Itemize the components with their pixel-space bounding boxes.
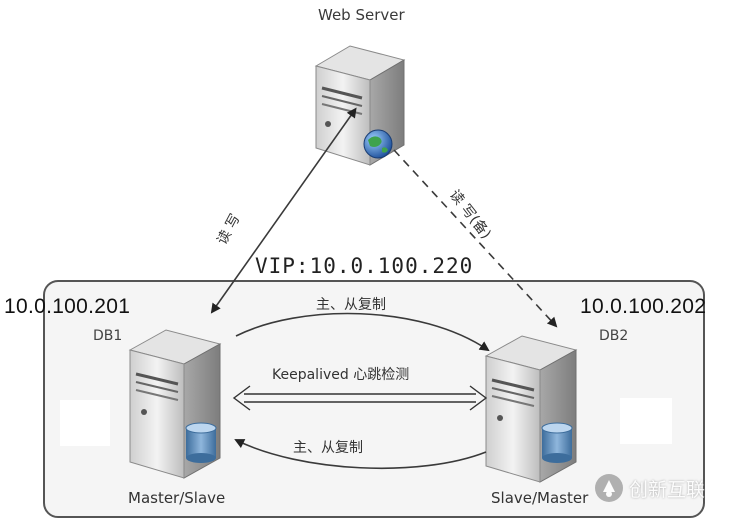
heartbeat-label: Keepalived 心跳检测	[272, 367, 410, 383]
web-server-label: Web Server	[318, 6, 405, 24]
db2-database-icon	[541, 422, 573, 463]
replication-bottom-label: 主、从复制	[293, 440, 363, 456]
watermark-logo-icon	[595, 474, 623, 502]
vip-label: VIP:10.0.100.220	[255, 254, 474, 278]
globe-icon	[363, 129, 393, 159]
db1-ip-label: 10.0.100.201	[4, 295, 131, 318]
replication-arrow-top	[235, 312, 490, 352]
watermark-text: 创新互联	[629, 478, 706, 501]
db1-name-label: DB1	[93, 328, 123, 344]
db2-name-label: DB2	[599, 328, 629, 344]
db2-role-label: Slave/Master	[491, 489, 589, 507]
replication-top-label: 主、从复制	[316, 297, 386, 313]
replication-arrow-bottom	[234, 439, 487, 470]
heartbeat-double-arrow	[232, 385, 488, 411]
db1-database-icon	[185, 422, 217, 463]
db2-ip-label: 10.0.100.202	[580, 295, 707, 318]
read-write-link-db1	[210, 107, 357, 314]
watermark: 创新互联	[593, 472, 705, 504]
white-patch-right	[620, 398, 672, 444]
db1-role-label: Master/Slave	[128, 489, 226, 507]
white-patch-left	[60, 400, 110, 446]
read-write-backup-link-db2	[393, 149, 558, 328]
